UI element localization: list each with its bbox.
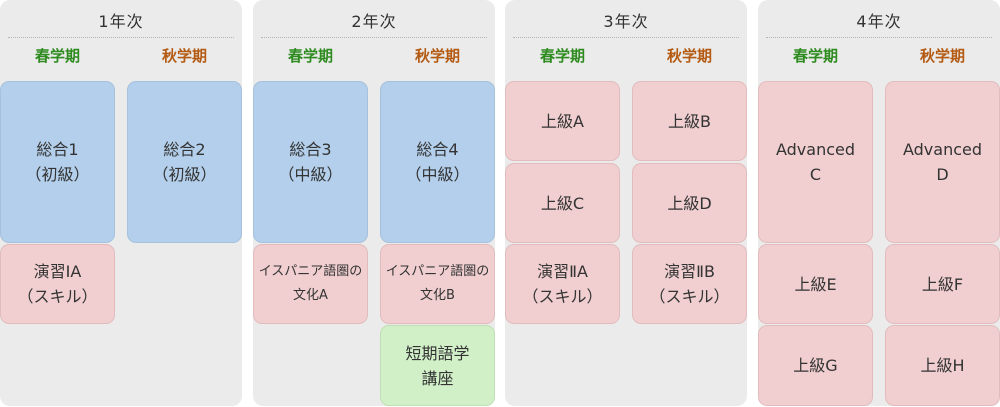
spring-term-label: 春学期: [34, 47, 80, 65]
course-box: 上級A: [505, 81, 620, 161]
course-box: イスパニア語圏の 文化A: [253, 244, 368, 324]
course-box: 総合3 （中級）: [253, 81, 368, 243]
course-box: 上級D: [632, 163, 747, 243]
year-3-panel: 3年次 春学期 秋学期 上級A 上級B 上級C 上級D 演習ⅡA （スキル） 演…: [505, 0, 747, 406]
course-box: 上級B: [632, 81, 747, 161]
course-box: 上級E: [758, 244, 873, 324]
course-box: 総合2 （初級）: [127, 81, 242, 243]
course-box: 上級C: [505, 163, 620, 243]
autumn-term-label: 秋学期: [414, 47, 460, 65]
divider: [766, 37, 992, 38]
course-box: イスパニア語圏の 文化B: [380, 244, 495, 324]
year-1-panel: 1年次 春学期 秋学期 総合1 （初級） 総合2 （初級） 演習IA （スキル）: [0, 0, 242, 406]
course-box: Advanced D: [885, 81, 1000, 243]
spring-term-label: 春学期: [287, 47, 333, 65]
divider: [8, 37, 234, 38]
course-box: 演習IA （スキル）: [0, 244, 115, 324]
year-title: 2年次: [351, 12, 397, 31]
divider: [261, 37, 487, 38]
course-box: 演習ⅡB （スキル）: [632, 244, 747, 324]
divider: [513, 37, 739, 38]
spring-term-label: 春学期: [539, 47, 585, 65]
course-box: 上級G: [758, 325, 873, 406]
autumn-term-label: 秋学期: [666, 47, 712, 65]
year-title: 4年次: [856, 12, 902, 31]
course-box: 上級H: [885, 325, 1000, 406]
course-box: 上級F: [885, 244, 1000, 324]
course-box: 演習ⅡA （スキル）: [505, 244, 620, 324]
course-box: Advanced C: [758, 81, 873, 243]
year-title: 3年次: [603, 12, 649, 31]
course-box: 総合4 （中級）: [380, 81, 495, 243]
autumn-term-label: 秋学期: [161, 47, 207, 65]
year-title: 1年次: [98, 12, 144, 31]
course-box: 総合1 （初級）: [0, 81, 115, 243]
spring-term-label: 春学期: [792, 47, 838, 65]
course-box: 短期語学 講座: [380, 325, 495, 406]
autumn-term-label: 秋学期: [919, 47, 965, 65]
year-2-panel: 2年次 春学期 秋学期 総合3 （中級） 総合4 （中級） イスパニア語圏の 文…: [253, 0, 495, 406]
year-4-panel: 4年次 春学期 秋学期 Advanced C Advanced D 上級E 上級…: [758, 0, 1000, 406]
